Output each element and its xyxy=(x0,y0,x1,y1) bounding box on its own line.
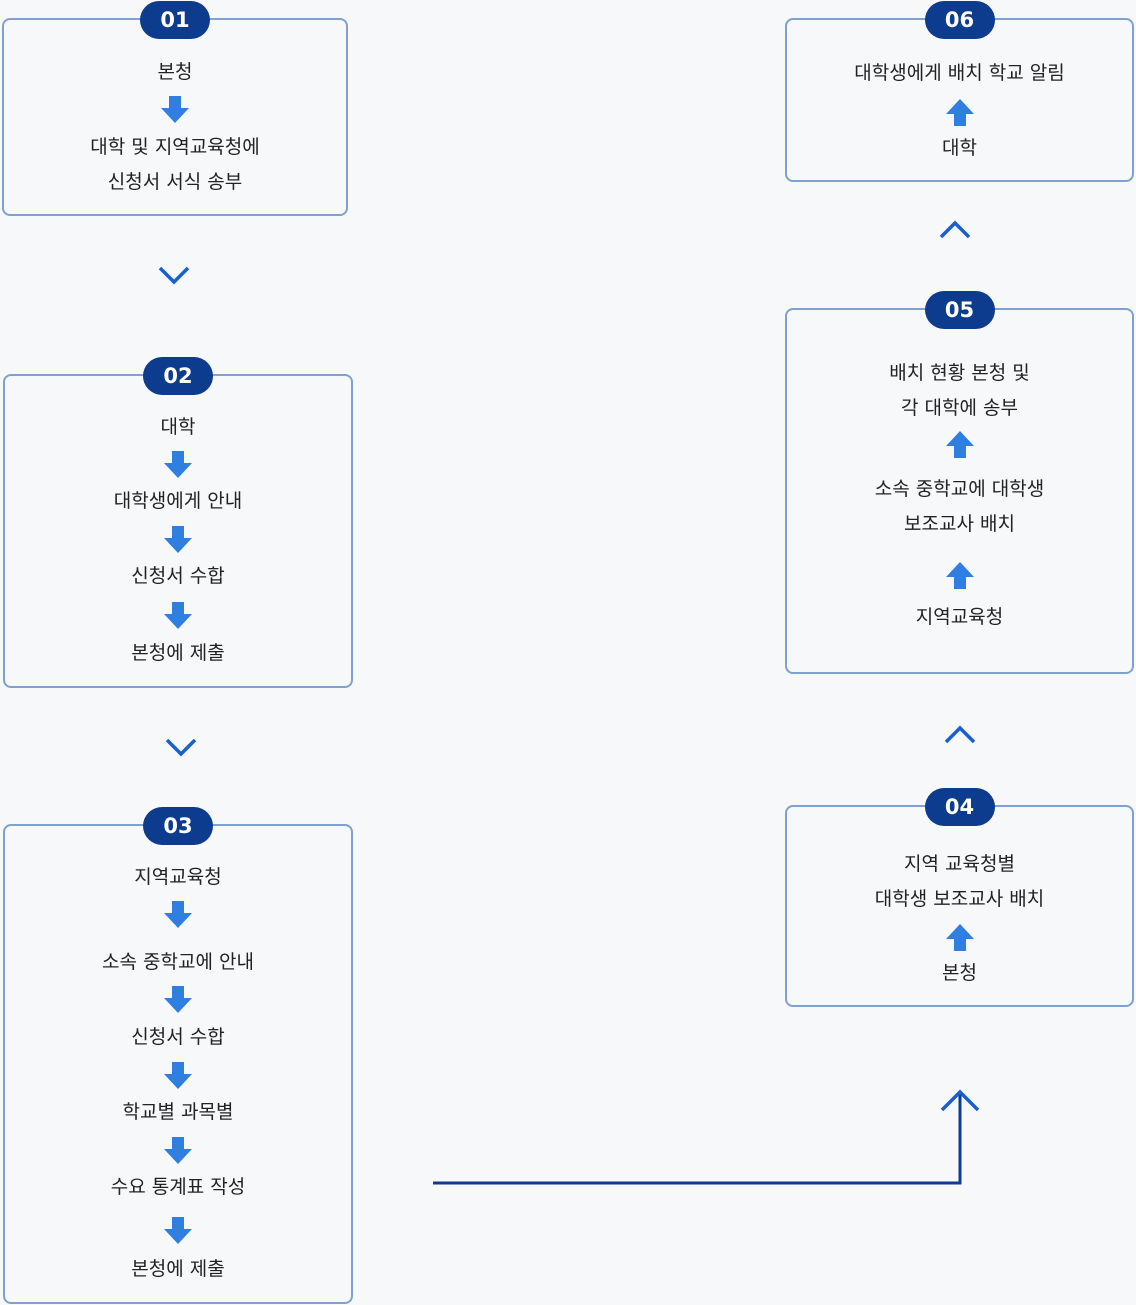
arrow-down-icon xyxy=(164,1137,192,1164)
arrow-down-icon xyxy=(164,451,192,478)
arrow-up-icon xyxy=(945,562,974,589)
step-text: 배치 현황 본청 및 xyxy=(889,362,1030,384)
arrow-down-icon xyxy=(164,901,192,928)
step-text: 본청에 제출 xyxy=(131,1258,225,1280)
arrow-up-icon xyxy=(945,99,974,126)
step-text: 학교별 과목별 xyxy=(122,1101,234,1123)
step-text: 지역교육청 xyxy=(134,866,222,888)
arrow-up-icon xyxy=(945,924,974,951)
step-text: 소속 중학교에 안내 xyxy=(102,951,254,973)
step-text: 대학 및 지역교육청에 xyxy=(90,136,260,158)
step-02-box: 02 대학 대학생에게 안내 신청서 수합 본청에 제출 xyxy=(3,357,353,688)
step-text: 본청 xyxy=(157,61,193,83)
step-text: 지역교육청 xyxy=(915,606,1004,628)
step-03-box: 03 지역교육청 소속 중학교에 안내 신청서 수합 학교별 과목별 수요 통계… xyxy=(3,807,353,1304)
step-badge: 01 xyxy=(140,1,210,39)
step-badge: 03 xyxy=(143,807,213,845)
step-06-box: 06 대학생에게 배치 학교 알림 대학 xyxy=(785,1,1134,182)
step-badge: 06 xyxy=(924,1,995,39)
step-text: 대학생에게 배치 학교 알림 xyxy=(854,62,1065,84)
step-text: 신청서 서식 송부 xyxy=(107,171,243,193)
step-text: 지역 교육청별 xyxy=(904,853,1015,875)
step-01-box: 01 본청 대학 및 지역교육청에 신청서 서식 송부 xyxy=(2,1,348,216)
step-text: 대학 xyxy=(160,416,196,438)
arrow-down-icon xyxy=(161,96,189,123)
chevron-down-icon xyxy=(165,738,197,757)
step-text: 소속 중학교에 대학생 xyxy=(874,478,1045,500)
step-04-box: 04 지역 교육청별 대학생 보조교사 배치 본청 xyxy=(785,788,1134,1007)
chevron-up-icon xyxy=(944,725,976,744)
arrow-down-icon xyxy=(164,986,192,1013)
step-text: 보조교사 배치 xyxy=(904,513,1015,535)
arrow-down-icon xyxy=(164,602,192,629)
step-text: 신청서 수합 xyxy=(131,565,225,587)
step-text: 수요 통계표 작성 xyxy=(110,1176,246,1198)
step-text: 신청서 수합 xyxy=(131,1026,225,1048)
arrow-down-icon xyxy=(164,526,192,553)
step-badge: 04 xyxy=(924,788,995,826)
step-badge: 02 xyxy=(143,357,213,395)
arrow-up-icon xyxy=(945,431,974,458)
step-text: 대학생 보조교사 배치 xyxy=(874,888,1045,910)
chevron-up-icon xyxy=(939,220,971,239)
step-05-box: 05 배치 현황 본청 및 각 대학에 송부 소속 중학교에 대학생 보조교사 … xyxy=(785,291,1134,674)
step-text: 대학생에게 안내 xyxy=(113,490,243,512)
step-badge: 05 xyxy=(924,291,995,329)
step-text: 본청에 제출 xyxy=(131,642,225,664)
step-text: 본청 xyxy=(942,962,977,984)
step-text: 대학 xyxy=(942,137,977,159)
step-text: 각 대학에 송부 xyxy=(901,397,1018,419)
arrow-down-icon xyxy=(164,1217,192,1244)
chevron-down-icon xyxy=(158,266,190,285)
arrow-down-icon xyxy=(164,1062,192,1089)
